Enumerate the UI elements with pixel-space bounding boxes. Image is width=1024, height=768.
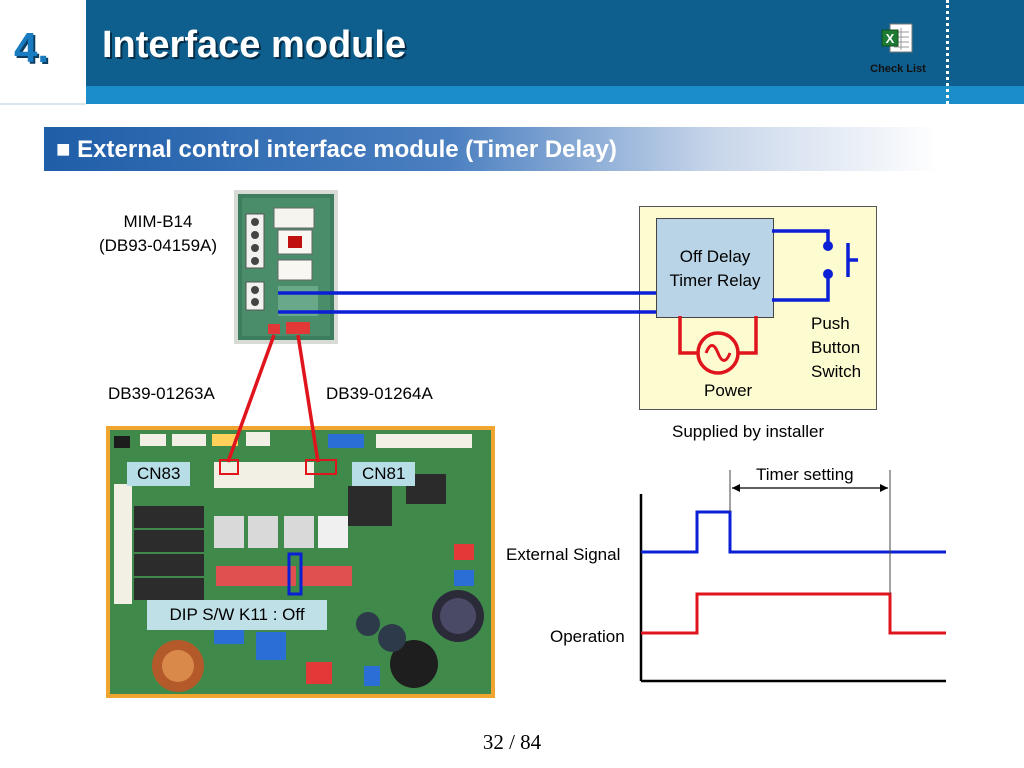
operation-label: Operation [550,627,625,646]
timer-arrow-right [880,484,888,492]
check-list-button[interactable]: X Check List [858,22,938,82]
header-number-area [0,0,86,104]
supplied-by-installer-label: Supplied by installer [672,422,825,441]
switch-contact-bottom [823,269,833,279]
module-part-number: (DB93-04159A) [98,236,218,255]
switch-wire-upper [772,229,830,246]
page-title: Interface module [102,24,407,66]
section-title: ■ External control interface module (Tim… [56,136,617,163]
section-bar [44,127,940,171]
check-list-label: Check List [870,63,926,75]
slide-header: 4. Interface module X Check List [0,0,1024,105]
cable-label-right: DB39-01264A [326,384,433,403]
cn81-connector-outline [305,459,337,475]
module-model-label: MIM-B14 [123,212,193,231]
operation-trace [641,592,946,635]
sine-wave-icon [704,344,732,362]
dotted-divider [946,0,952,104]
cable-to-cn81 [296,334,320,463]
power-source-symbol [696,331,740,375]
dip-switch-highlight [287,552,303,596]
cn81-label: CN81 [352,462,416,486]
push-button-line2: Button [811,338,861,357]
off-delay-timer-relay: Off Delay Timer Relay [656,218,774,318]
cn83-connector-outline [219,459,239,475]
section-number: 4. [14,24,50,71]
power-label: Power [704,381,753,400]
svg-text:X: X [886,31,895,46]
dip-switch-label: DIP S/W K11 : Off [147,600,327,630]
external-signal-trace [641,510,946,554]
external-signal-label: External Signal [506,545,621,564]
cn83-label: CN83 [127,462,191,486]
switch-wire-lower [772,274,830,302]
timer-arrow-left [732,484,740,492]
cable-to-cn83 [226,334,276,463]
relay-label-line2: Timer Relay [669,271,761,290]
push-button-line3: Switch [811,362,862,381]
header-divider [0,103,86,105]
page-indicator: 32 / 84 [482,730,542,754]
cable-label-left: DB39-01263A [108,384,215,403]
timer-setting-label: Timer setting [756,465,854,484]
header-band [86,0,1024,86]
switch-contact-top [823,241,833,251]
relay-label-line1: Off Delay [679,247,751,266]
excel-spreadsheet-icon: X [881,23,913,53]
header-underband [86,86,1024,104]
power-wire-right [739,316,758,355]
power-wire-left [678,316,697,355]
push-button-line1: Push [811,314,850,333]
